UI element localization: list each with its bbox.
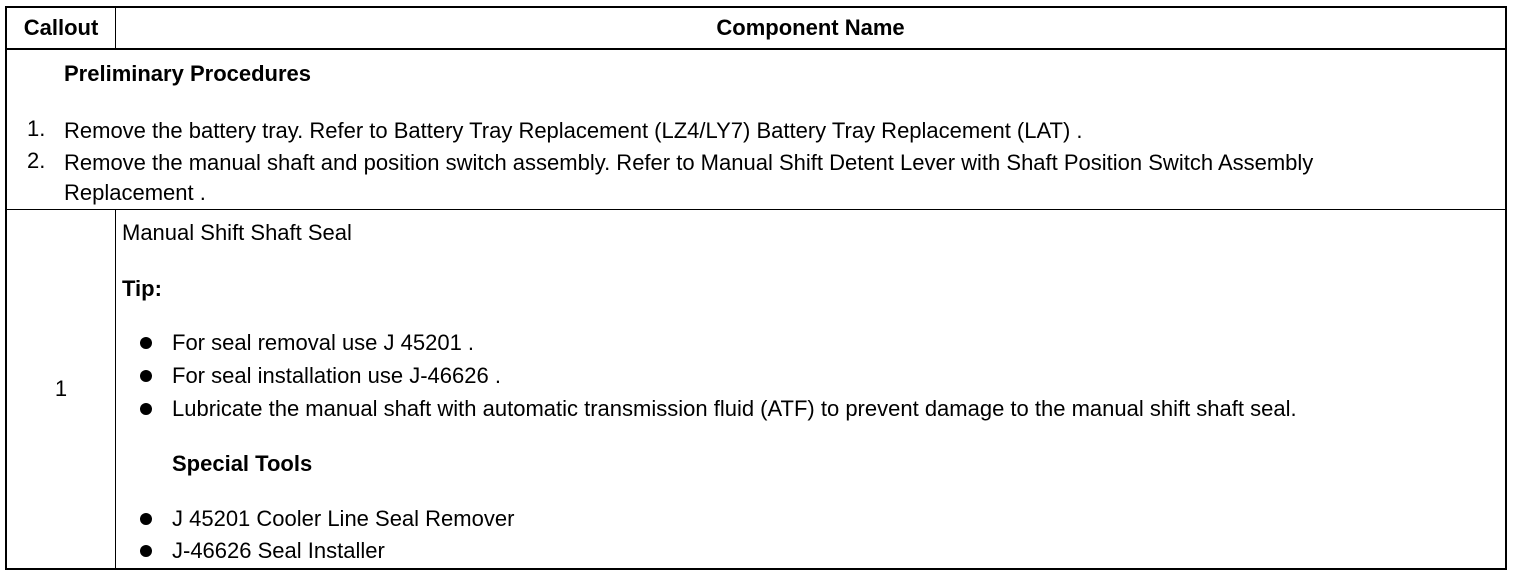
- component-cell: Manual Shift Shaft Seal Tip: For seal re…: [116, 210, 1505, 568]
- table-row: 1 Manual Shift Shaft Seal Tip: For seal …: [7, 210, 1505, 568]
- callout-number: 1: [7, 210, 116, 568]
- component-name: Manual Shift Shaft Seal: [122, 220, 352, 245]
- list-item: For seal removal use J 45201 .: [172, 330, 475, 355]
- step-text-line-2: Replacement .: [64, 180, 206, 205]
- bullet-icon: [140, 403, 152, 415]
- bullet-icon: [140, 513, 152, 525]
- preliminary-procedures-title: Preliminary Procedures: [64, 61, 312, 86]
- step-text: Remove the battery tray. Refer to Batter…: [64, 118, 1083, 143]
- list-item: Lubricate the manual shaft with automati…: [172, 396, 1297, 421]
- bullet-icon: [140, 545, 152, 557]
- preliminary-procedures-row: Preliminary Procedures 1. Remove the bat…: [7, 50, 1505, 210]
- step-number: 2.: [27, 148, 46, 173]
- tip-label: Tip:: [122, 276, 162, 301]
- step-text-line-1: Remove the manual shaft and position swi…: [64, 150, 1314, 175]
- bullet-icon: [140, 337, 152, 349]
- step-number: 1.: [27, 116, 46, 141]
- component-name-column-header: Component Name: [716, 15, 905, 40]
- procedure-table: Callout Component Name Preliminary Proce…: [5, 6, 1507, 570]
- list-item: J-46626 Seal Installer: [172, 538, 385, 563]
- table-header-row: Callout Component Name: [7, 8, 1505, 50]
- callout-column-header: Callout: [7, 8, 116, 48]
- list-item: J 45201 Cooler Line Seal Remover: [172, 506, 515, 531]
- bullet-icon: [140, 370, 152, 382]
- list-item: For seal installation use J-46626 .: [172, 363, 501, 388]
- special-tools-label: Special Tools: [172, 451, 313, 476]
